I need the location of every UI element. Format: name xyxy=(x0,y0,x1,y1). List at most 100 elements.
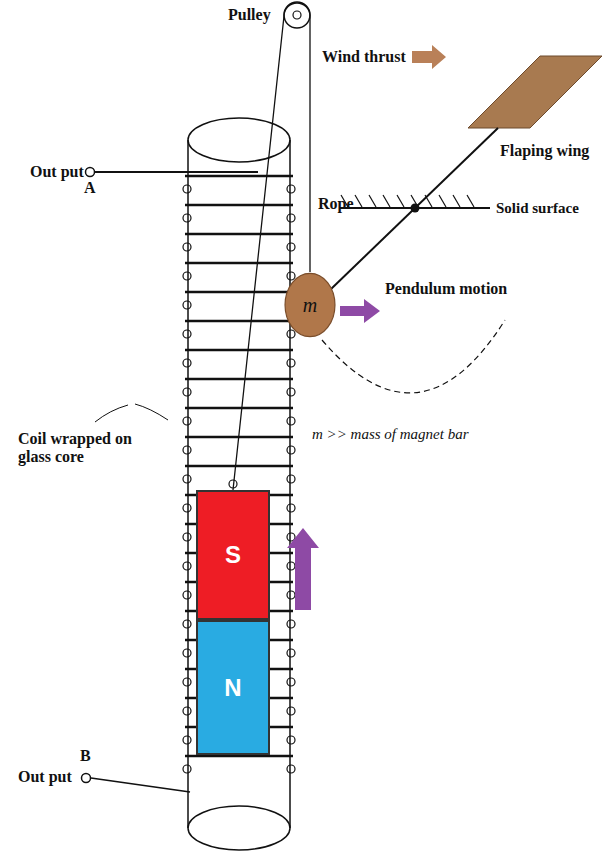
surface-hatching xyxy=(341,195,474,207)
coil-turn xyxy=(185,291,293,294)
coil-loop xyxy=(183,330,191,338)
rope xyxy=(233,3,310,490)
tube-top xyxy=(188,118,290,162)
coil-loop xyxy=(287,736,295,744)
coil-loop xyxy=(183,736,191,744)
pivot xyxy=(411,204,420,213)
terminal xyxy=(82,774,91,783)
coil-loop xyxy=(287,330,295,338)
coil-loop xyxy=(287,417,295,425)
part-name: Coil wrapped on glass core xyxy=(18,430,168,467)
coil-loop xyxy=(287,707,295,715)
part-name: Pulley xyxy=(228,6,271,24)
magnet-south: S xyxy=(196,490,270,620)
coil-loop xyxy=(183,707,191,715)
node-text: N xyxy=(224,674,241,702)
coil-loop xyxy=(183,185,191,193)
coil-loop xyxy=(287,359,295,367)
coil-loop xyxy=(183,765,191,773)
terminal-name: Out put xyxy=(30,163,84,181)
part-name: Wind thrust xyxy=(322,48,406,66)
terminal xyxy=(86,168,95,177)
hatch-stroke xyxy=(425,195,432,207)
coil-turn xyxy=(185,204,293,207)
glass-tube xyxy=(188,118,290,850)
coil-turn xyxy=(185,262,293,265)
node-text: m xyxy=(303,294,317,317)
hatch-stroke xyxy=(369,195,376,207)
node-text: S xyxy=(225,541,241,569)
coil-loop xyxy=(183,533,191,541)
coil-loop xyxy=(287,185,295,193)
coil-loop xyxy=(287,388,295,396)
hatch-stroke xyxy=(383,195,390,207)
output-wire xyxy=(95,171,258,173)
coil-turn xyxy=(185,755,293,758)
hatch-stroke xyxy=(439,195,446,207)
coil-loop xyxy=(287,678,295,686)
coil-loop xyxy=(183,591,191,599)
note: m >> mass of magnet bar xyxy=(312,426,469,443)
hatch-stroke xyxy=(355,195,362,207)
hatch-stroke xyxy=(467,195,474,207)
terminal-name: B xyxy=(80,747,91,765)
part-name: Flaping wing xyxy=(500,142,589,160)
coil-loop xyxy=(183,272,191,280)
coil-loop xyxy=(287,272,295,280)
tube-side xyxy=(187,140,189,828)
tube-side xyxy=(289,140,291,828)
coil-loop xyxy=(183,301,191,309)
coil-loop xyxy=(287,243,295,251)
coil-loop xyxy=(183,214,191,222)
coil-loop xyxy=(287,475,295,483)
flapping-wing xyxy=(468,56,602,128)
pendulum-rod xyxy=(330,128,498,290)
motion-arrow xyxy=(287,528,319,610)
magnet-north: N xyxy=(196,620,270,755)
terminal-name: A xyxy=(84,179,96,197)
hatch-stroke xyxy=(397,195,404,207)
coil-loop xyxy=(287,446,295,454)
wind-arrow xyxy=(412,45,446,69)
coil-turn xyxy=(185,349,293,352)
pendulum-mass: m xyxy=(284,272,336,338)
mass-ellipse xyxy=(285,273,335,336)
coil-loop xyxy=(183,359,191,367)
coil-windings xyxy=(183,176,295,773)
pendulum-path xyxy=(322,320,505,393)
coil-loop xyxy=(183,649,191,657)
coil-loop xyxy=(287,562,295,570)
coil-loop xyxy=(183,562,191,570)
rope-hook xyxy=(229,480,237,488)
coil-loop xyxy=(183,243,191,251)
coil-turn xyxy=(185,320,293,323)
output-wire xyxy=(91,778,190,792)
terminal-name: Out put xyxy=(18,768,72,786)
part-name: Solid surface xyxy=(496,200,579,217)
coil-loop xyxy=(287,765,295,773)
coil-loop xyxy=(183,504,191,512)
motion-label: Pendulum motion xyxy=(385,280,507,298)
coil-loop xyxy=(287,649,295,657)
coil-loop xyxy=(183,620,191,628)
coil-loop xyxy=(183,475,191,483)
coil-turn xyxy=(185,175,293,178)
coil-loop xyxy=(287,620,295,628)
tube-bottom xyxy=(188,806,290,850)
coil-loop xyxy=(183,388,191,396)
part-name: Rope xyxy=(318,195,354,213)
coil-loop xyxy=(183,678,191,686)
pulley-axle xyxy=(293,11,301,19)
coil-loop xyxy=(183,446,191,454)
leader-line xyxy=(95,404,168,422)
coil-loop xyxy=(287,214,295,222)
coil-loop xyxy=(287,591,295,599)
coil-turn xyxy=(185,233,293,236)
hatch-stroke xyxy=(453,195,460,207)
coil-loop xyxy=(287,504,295,512)
coil-loop xyxy=(183,417,191,425)
coil-turn xyxy=(185,378,293,381)
coil-turn xyxy=(185,407,293,410)
coil-turn xyxy=(185,465,293,468)
motion-arrow xyxy=(340,299,380,323)
